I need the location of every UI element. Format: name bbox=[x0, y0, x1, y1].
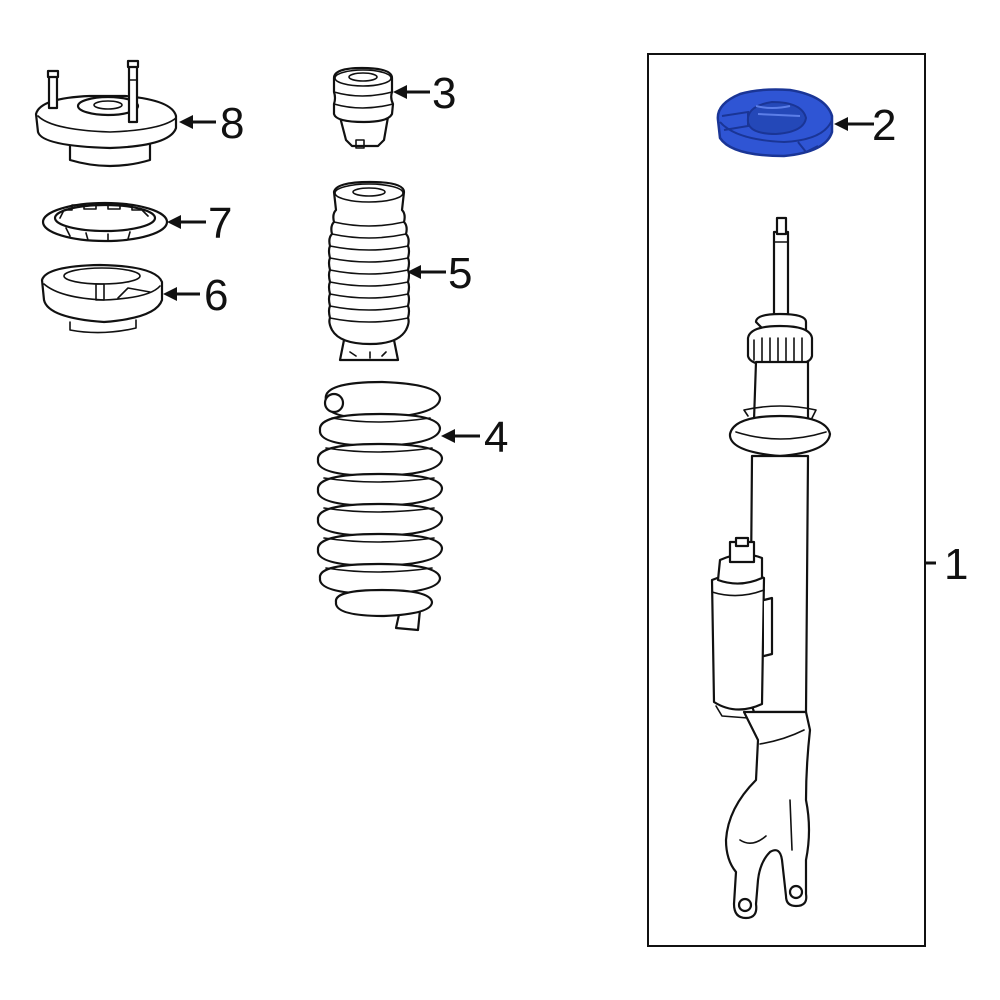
callout-4: 4 bbox=[441, 413, 508, 462]
callout-3-label: 3 bbox=[432, 69, 456, 118]
callout-5: 5 bbox=[407, 249, 472, 298]
callout-3: 3 bbox=[393, 69, 456, 118]
callout-6: 6 bbox=[163, 271, 228, 320]
callout-7: 7 bbox=[167, 199, 232, 248]
callout-1-label: 1 bbox=[944, 540, 968, 589]
part-2-upper-insulator[interactable] bbox=[716, 88, 834, 158]
strut-assembly-box bbox=[647, 53, 926, 947]
part-4-coil-spring[interactable] bbox=[316, 380, 444, 632]
callout-2-label: 2 bbox=[872, 101, 896, 150]
callout-2: 2 bbox=[834, 101, 896, 150]
callout-1: 1 bbox=[926, 540, 968, 589]
part-5-dust-boot[interactable] bbox=[327, 180, 411, 362]
part-8-strut-mount[interactable] bbox=[34, 59, 178, 168]
callout-6-label: 6 bbox=[204, 271, 228, 320]
part-3-bump-stop[interactable] bbox=[332, 66, 395, 149]
part-7-spring-seat[interactable] bbox=[41, 201, 169, 243]
callout-5-label: 5 bbox=[448, 249, 472, 298]
callout-8: 8 bbox=[179, 99, 244, 148]
callout-7-label: 7 bbox=[208, 199, 232, 248]
part-1-strut-assembly[interactable] bbox=[710, 216, 832, 920]
part-6-lower-seat[interactable] bbox=[40, 263, 164, 334]
callout-8-label: 8 bbox=[220, 99, 244, 148]
callout-4-label: 4 bbox=[484, 413, 508, 462]
